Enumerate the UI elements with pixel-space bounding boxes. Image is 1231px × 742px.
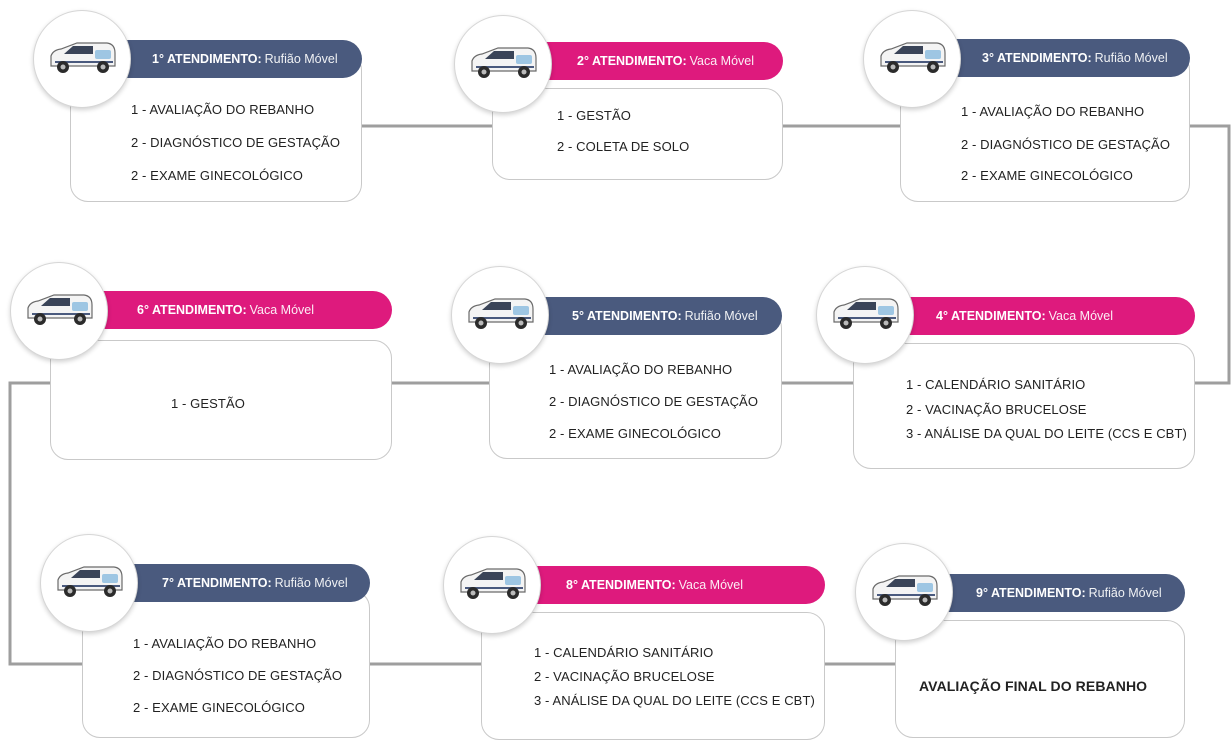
step-4-header: 4° ATENDIMENTO: Vaca Móvel	[882, 297, 1195, 335]
step-5-unit: Rufião Móvel	[684, 309, 758, 323]
van-icon	[10, 262, 108, 360]
step-7-unit: Rufião Móvel	[274, 576, 348, 590]
step-2-title: 2° ATENDIMENTO:	[577, 54, 687, 68]
step-7-card: 1 - AVALIAÇÃO DO REBANHO 2 - DIAGNÓSTICO…	[82, 590, 370, 738]
step-8-item-3: 3 - ANÁLISE DA QUAL DO LEITE (CCS E CBT)	[534, 693, 815, 708]
connector-6-7	[8, 381, 82, 666]
step-6-unit: Vaca Móvel	[249, 303, 315, 317]
step-1-item-2: 2 - DIAGNÓSTICO DE GESTAÇÃO	[131, 135, 341, 150]
step-5-item-1: 1 - AVALIAÇÃO DO REBANHO	[549, 362, 733, 377]
step-1-header: 1° ATENDIMENTO: Rufião Móvel	[98, 40, 362, 78]
step-2-unit: Vaca Móvel	[689, 54, 755, 68]
step-8-item-2: 2 - VACINAÇÃO BRUCELOSE	[534, 669, 715, 684]
step-6-card: 1 - GESTÃO	[50, 340, 392, 460]
step-1-item-1: 1 - AVALIAÇÃO DO REBANHO	[131, 102, 315, 117]
step-8-header: 8° ATENDIMENTO: Vaca Móvel	[512, 566, 825, 604]
step-6-item-1: 1 - GESTÃO	[171, 396, 245, 411]
step-7-item-2: 2 - DIAGNÓSTICO DE GESTAÇÃO	[133, 668, 343, 683]
van-icon	[443, 536, 541, 634]
step-8-title: 8° ATENDIMENTO:	[566, 578, 676, 592]
step-1-unit: Rufião Móvel	[264, 52, 338, 66]
step-9-header: 9° ATENDIMENTO: Rufião Móvel	[922, 574, 1185, 612]
van-icon	[454, 15, 552, 113]
step-3-item-2: 2 - DIAGNÓSTICO DE GESTAÇÃO	[961, 137, 1171, 152]
step-7-header: 7° ATENDIMENTO: Rufião Móvel	[108, 564, 370, 602]
step-8-item-1: 1 - CALENDÁRIO SANITÁRIO	[534, 645, 714, 660]
step-6-title: 6° ATENDIMENTO:	[137, 303, 247, 317]
step-4-item-3: 3 - ANÁLISE DA QUAL DO LEITE (CCS E CBT)	[906, 426, 1187, 441]
step-1-title: 1° ATENDIMENTO:	[152, 52, 262, 66]
step-6-header: 6° ATENDIMENTO: Vaca Móvel	[83, 291, 392, 329]
step-4-item-2: 2 - VACINAÇÃO BRUCELOSE	[906, 402, 1087, 417]
van-icon	[816, 266, 914, 364]
step-8-unit: Vaca Móvel	[678, 578, 744, 592]
step-5-item-3: 2 - EXAME GINECOLÓGICO	[549, 426, 721, 441]
step-9-card: AVALIAÇÃO FINAL DO REBANHO	[895, 620, 1185, 738]
step-3-item-1: 1 - AVALIAÇÃO DO REBANHO	[961, 104, 1145, 119]
van-icon	[40, 534, 138, 632]
step-9-unit: Rufião Móvel	[1088, 586, 1162, 600]
step-1-item-3: 2 - EXAME GINECOLÓGICO	[131, 168, 303, 183]
van-icon	[863, 10, 961, 108]
step-4-unit: Vaca Móvel	[1048, 309, 1114, 323]
step-2-card: 1 - GESTÃO 2 - COLETA DE SOLO	[492, 88, 783, 180]
step-3-item-3: 2 - EXAME GINECOLÓGICO	[961, 168, 1133, 183]
step-7-item-1: 1 - AVALIAÇÃO DO REBANHO	[133, 636, 317, 651]
step-2-header: 2° ATENDIMENTO: Vaca Móvel	[523, 42, 783, 80]
step-9-item-1: AVALIAÇÃO FINAL DO REBANHO	[919, 678, 1148, 694]
connector-3-4	[1190, 124, 1231, 385]
step-3-unit: Rufião Móvel	[1094, 51, 1168, 65]
step-5-header: 5° ATENDIMENTO: Rufião Móvel	[518, 297, 782, 335]
step-4-card: 1 - CALENDÁRIO SANITÁRIO 2 - VACINAÇÃO B…	[853, 343, 1195, 469]
step-8-card: 1 - CALENDÁRIO SANITÁRIO 2 - VACINAÇÃO B…	[481, 612, 825, 740]
step-4-item-1: 1 - CALENDÁRIO SANITÁRIO	[906, 377, 1086, 392]
van-icon	[855, 543, 953, 641]
van-icon	[33, 10, 131, 108]
van-icon	[451, 266, 549, 364]
step-2-item-2: 2 - COLETA DE SOLO	[557, 139, 690, 154]
step-7-item-3: 2 - EXAME GINECOLÓGICO	[133, 700, 305, 715]
step-9-title: 9° ATENDIMENTO:	[976, 586, 1086, 600]
step-7-title: 7° ATENDIMENTO:	[162, 576, 272, 590]
step-3-title: 3° ATENDIMENTO:	[982, 51, 1092, 65]
step-4-title: 4° ATENDIMENTO:	[936, 309, 1046, 323]
step-3-header: 3° ATENDIMENTO: Rufião Móvel	[928, 39, 1190, 77]
step-5-title: 5° ATENDIMENTO:	[572, 309, 682, 323]
step-5-item-2: 2 - DIAGNÓSTICO DE GESTAÇÃO	[549, 394, 759, 409]
step-2-item-1: 1 - GESTÃO	[557, 108, 631, 123]
